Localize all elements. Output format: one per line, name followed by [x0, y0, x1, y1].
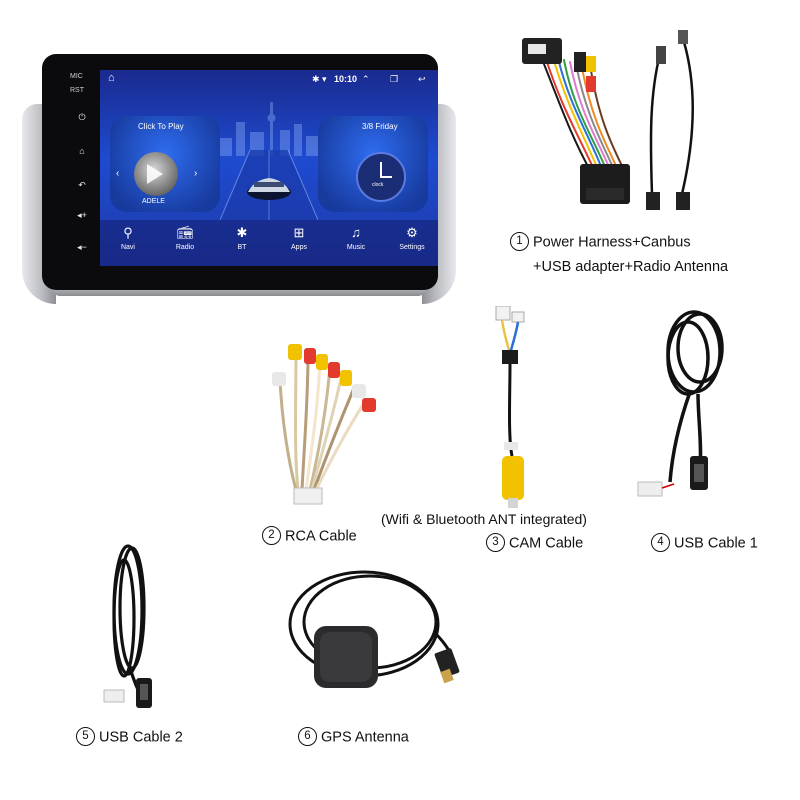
power-harness-image	[522, 30, 695, 210]
dock-item-music[interactable]: ♫ Music	[336, 224, 376, 251]
status-bar: ⌂ ✱ ▾ 10:10 ⌃ ❐ ↩	[100, 70, 438, 90]
side-button-column: MIC RST ⏻ ⌂ ↶ ◂+ ◂−	[66, 68, 98, 268]
dock-label: Navi	[120, 244, 135, 251]
status-time: 10:10	[334, 74, 358, 84]
caption-text: Power Harness+Canbus	[533, 234, 691, 251]
bluetooth-status-icon: ✱	[312, 74, 320, 84]
home-nav-icon[interactable]: ⌂	[108, 72, 115, 84]
power-icon[interactable]: ⏻	[78, 112, 86, 122]
usb-cable-2-image	[103, 544, 152, 708]
album-artist-text: ADELE	[142, 198, 165, 205]
dock-item-navi[interactable]: ⚲ Navi	[108, 224, 148, 251]
expand-icon[interactable]: ⌃	[362, 74, 370, 84]
item-number-badge: 6	[298, 727, 317, 746]
caption-text: USB Cable 2	[99, 729, 183, 746]
gps-antenna-image	[288, 570, 460, 688]
date-label: 3/8 Friday	[362, 122, 398, 131]
caption-text: CAM Cable	[509, 535, 584, 552]
bluetooth-icon: ✱	[236, 225, 248, 240]
item-number-badge: 2	[262, 526, 281, 545]
item-number-badge: 1	[510, 232, 529, 251]
recent-apps-icon[interactable]: ❐	[390, 74, 399, 84]
analog-clock: clock	[356, 152, 406, 202]
volume-up-icon[interactable]: ◂+	[77, 210, 87, 220]
radio-icon: 📻︎	[176, 225, 194, 240]
dock-item-radio[interactable]: 📻︎ Radio	[165, 224, 205, 251]
apps-grid-icon: ⊞	[293, 225, 305, 240]
caption-text: USB Cable 1	[674, 535, 758, 552]
head-unit: MIC RST ⏻ ⌂ ↶ ◂+ ◂− ⌂ ✱ ▾ 10:10 ⌃ ❐ ↩	[22, 52, 456, 304]
caption-text: GPS Antenna	[321, 729, 409, 746]
dock-label: Settings	[399, 244, 425, 251]
return-icon[interactable]: ↩	[418, 74, 426, 84]
next-track-icon[interactable]: ›	[194, 168, 198, 179]
clock-text: clock	[372, 182, 384, 188]
unit-bezel: MIC RST ⏻ ⌂ ↶ ◂+ ◂− ⌂ ✱ ▾ 10:10 ⌃ ❐ ↩	[42, 54, 438, 290]
item-number-badge: 3	[486, 533, 505, 552]
click-to-play-label: Click To Play	[138, 122, 184, 131]
mic-label: MIC	[70, 73, 83, 80]
antenna-plug	[656, 46, 666, 64]
usb-cable-1-image	[637, 310, 724, 497]
previous-track-icon[interactable]: ‹	[116, 168, 120, 179]
music-note-icon: ♫	[351, 225, 361, 240]
clock-hand	[380, 162, 382, 178]
gear-icon: ⚙	[406, 225, 418, 240]
dock-item-bt[interactable]: ✱ BT	[222, 224, 262, 251]
dock-label: BT	[237, 244, 247, 251]
play-icon	[147, 164, 163, 184]
dock-label: Radio	[175, 244, 195, 251]
back-icon[interactable]: ↶	[78, 180, 86, 190]
caption-text: RCA Cable	[285, 528, 357, 545]
album-art[interactable]	[134, 152, 178, 196]
cam-cable-image	[495, 306, 525, 508]
rst-label: RST	[70, 87, 84, 94]
item-number-badge: 5	[76, 727, 95, 746]
cam-cable-note: (Wifi & Bluetooth ANT integrated)	[381, 511, 587, 527]
app-dock: ⚲ Navi 📻︎ Radio ✱ BT ⊞ Apps ♫ Music	[100, 220, 438, 266]
caption-power-harness-line2: +USB adapter+Radio Antenna	[533, 259, 729, 275]
volume-down-icon[interactable]: ◂−	[77, 242, 87, 252]
dock-item-settings[interactable]: ⚙ Settings	[392, 224, 432, 251]
rca-plug-yellow	[502, 456, 524, 500]
dock-label: Apps	[291, 244, 307, 251]
clock-hand	[380, 176, 392, 178]
rca-cable-image	[272, 344, 376, 505]
unit-screen: ⌂ ✱ ▾ 10:10 ⌃ ❐ ↩ Click To Play	[100, 70, 438, 266]
dock-label: Music	[346, 244, 366, 251]
home-icon[interactable]: ⌂	[79, 146, 85, 156]
wifi-status-icon: ▾	[322, 74, 327, 84]
dock-item-apps[interactable]: ⊞ Apps	[279, 224, 319, 251]
location-pin-icon: ⚲	[123, 225, 133, 240]
item-number-badge: 4	[651, 533, 670, 552]
car-road-graphic	[220, 149, 318, 220]
